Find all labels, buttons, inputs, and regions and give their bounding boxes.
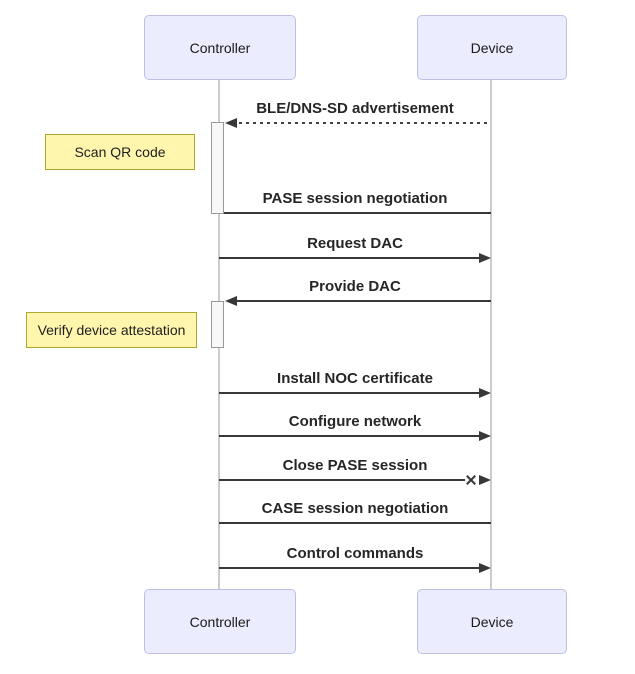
- message-label-install-noc: Install NOC certificate: [277, 370, 433, 387]
- message-label-request-dac: Request DAC: [307, 235, 403, 252]
- message-label-configure-network: Configure network: [288, 413, 422, 430]
- message-line-pase-negotiation: [224, 212, 491, 214]
- message-line-case-negotiation: [219, 522, 491, 524]
- note-scan-qr-code: Scan QR code: [45, 134, 195, 170]
- message-label-provide-dac: Provide DAC: [309, 278, 401, 295]
- arrowhead-left-icon: [225, 296, 237, 306]
- actor-box-controller-bottom: Controller: [144, 589, 296, 654]
- arrowhead-right-icon: [479, 563, 491, 573]
- message-line-install-noc: [219, 392, 481, 394]
- message-label-case-negotiation: CASE session negotiation: [261, 500, 449, 517]
- actor-box-device-bottom: Device: [417, 589, 567, 654]
- message-line-control-commands: [219, 567, 481, 569]
- message-label-pase-negotiation: PASE session negotiation: [262, 190, 448, 207]
- message-line-request-dac: [219, 257, 481, 259]
- note-verify-attestation: Verify device attestation: [26, 312, 197, 348]
- message-label-ble-advertisement: BLE/DNS-SD advertisement: [256, 100, 454, 117]
- arrowhead-right-icon: [479, 475, 491, 485]
- message-line-close-pase: [219, 479, 465, 481]
- cross-terminator-icon: [465, 474, 477, 486]
- arrowhead-right-icon: [479, 253, 491, 263]
- arrowhead-right-icon: [479, 388, 491, 398]
- actor-label-device-top: Device: [470, 39, 514, 56]
- actor-label-device-bottom: Device: [470, 613, 514, 630]
- actor-box-controller-top: Controller: [144, 15, 296, 80]
- actor-box-device-top: Device: [417, 15, 567, 80]
- actor-label-controller-top: Controller: [189, 39, 251, 56]
- actor-label-controller-bottom: Controller: [189, 613, 251, 630]
- message-label-close-pase: Close PASE session: [282, 457, 428, 474]
- note-label-scan-qr: Scan QR code: [74, 144, 166, 160]
- message-label-control-commands: Control commands: [286, 545, 424, 562]
- lifeline-device: [490, 80, 492, 590]
- message-line-configure-network: [219, 435, 481, 437]
- message-line-ble-advertisement: [232, 122, 491, 124]
- arrowhead-left-icon: [225, 118, 237, 128]
- note-label-verify-attestation: Verify device attestation: [37, 322, 186, 338]
- activation-bar-commissioning: [211, 122, 224, 214]
- activation-bar-attestation: [211, 301, 224, 348]
- arrowhead-right-icon: [479, 431, 491, 441]
- message-line-provide-dac: [232, 300, 491, 302]
